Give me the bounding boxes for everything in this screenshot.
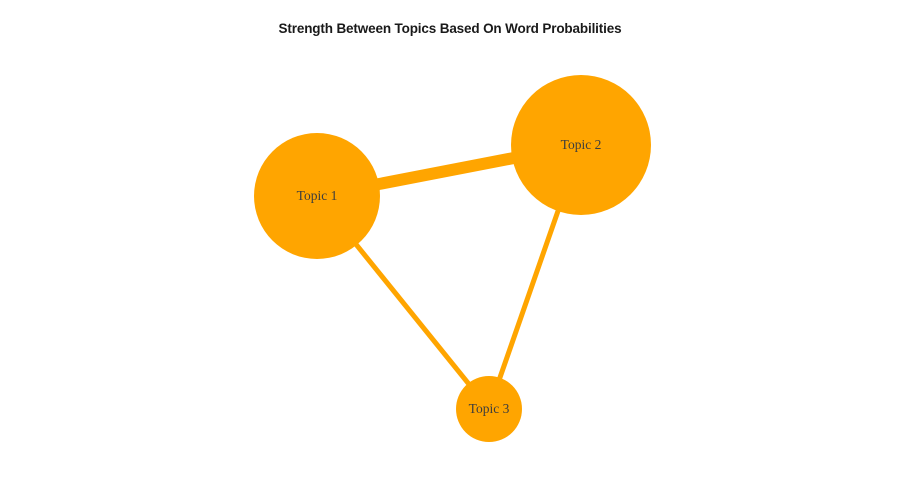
nodes-layer	[254, 75, 651, 442]
node-label-topic1: Topic 1	[297, 188, 338, 203]
node-topic3[interactable]	[456, 376, 522, 442]
node-topic2[interactable]	[511, 75, 651, 215]
labels-layer: Topic 1 Topic 2 Topic 3	[297, 137, 602, 416]
node-label-topic3: Topic 3	[469, 401, 510, 416]
node-topic1[interactable]	[254, 133, 380, 259]
node-label-topic2: Topic 2	[561, 137, 602, 152]
page-title: Strength Between Topics Based On Word Pr…	[278, 21, 622, 36]
